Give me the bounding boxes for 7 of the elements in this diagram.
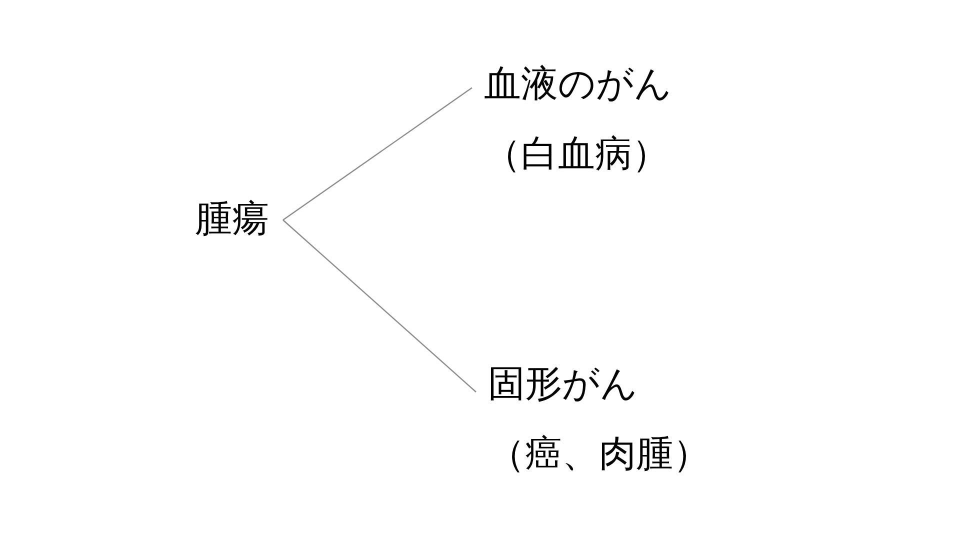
node-label: （白血病） — [484, 133, 670, 177]
node-label: 固形がん — [488, 363, 639, 407]
connector-line — [282, 220, 476, 392]
connector-line — [282, 87, 472, 220]
node-label: 腫瘍 — [195, 198, 269, 242]
node-label: 血液のがん — [484, 63, 672, 107]
node-label: （癌、肉腫） — [488, 433, 710, 477]
